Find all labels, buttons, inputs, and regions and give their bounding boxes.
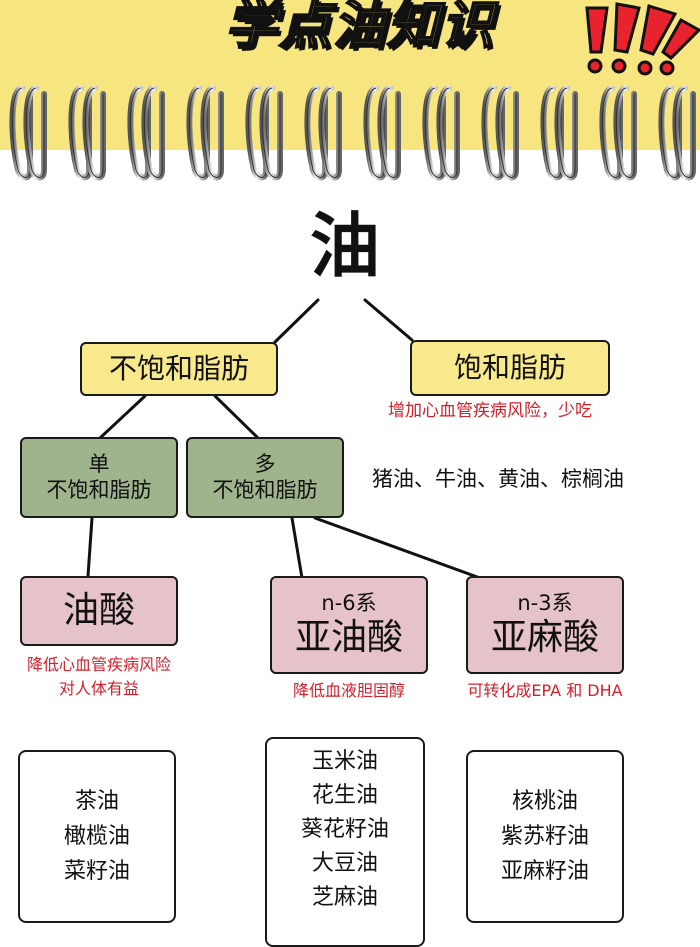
list-item: 菜籽油 — [63, 859, 130, 885]
binding-ring-outline — [615, 87, 635, 178]
binding-ring-outline — [542, 87, 562, 178]
binding-ring-outline — [306, 87, 326, 178]
list-item: 核桃油 — [511, 788, 578, 814]
mono-unsaturated-line1: 单 — [88, 452, 110, 477]
binding-ring-outline — [365, 87, 385, 178]
saturated-fat-node: 饱和脂肪 — [410, 340, 610, 396]
poly-unsaturated-line1: 多 — [254, 452, 276, 477]
list-item: 亚麻籽油 — [500, 859, 589, 885]
list-item: 玉米油 — [311, 749, 378, 774]
binding-ring-outline — [438, 87, 458, 178]
list-item: 橄榄油 — [63, 823, 130, 849]
list-item: 葵花籽油 — [300, 817, 389, 843]
page-title: 学点油知识 — [224, 0, 496, 57]
oleic-oils-box: 茶油 橄榄油 菜籽油 — [18, 750, 176, 923]
exclamation-marks-icon — [585, 2, 700, 76]
binding-ring-outline — [261, 87, 281, 178]
binding-ring-outline — [601, 87, 621, 178]
binding-ring-outline — [129, 87, 149, 178]
mono-unsaturated-node: 单 不饱和脂肪 — [20, 437, 178, 518]
list-item: 紫苏籽油 — [500, 823, 589, 849]
linolenic-acid-note: 可转化成EPA 和 DHA — [467, 681, 623, 700]
binding-ring-outline — [188, 87, 208, 178]
poly-unsaturated-node: 多 不饱和脂肪 — [186, 437, 344, 518]
mono-unsaturated-line2: 不饱和脂肪 — [46, 477, 152, 502]
saturated-fat-examples: 猪油、牛油、黄油、棕榈油 — [372, 467, 624, 491]
list-item: 花生油 — [311, 783, 378, 809]
oleic-acid-note-line2: 对人体有益 — [58, 679, 139, 698]
linoleic-series-label: n-6系 — [321, 590, 377, 615]
binding-ring-outline — [424, 87, 444, 178]
binding-ring-outline — [674, 87, 694, 178]
linolenic-acid-node: n-3系 亚麻酸 — [466, 576, 624, 674]
binding-ring-outline — [11, 87, 31, 178]
linolenic-oils-box: 核桃油 紫苏籽油 亚麻籽油 — [466, 750, 624, 923]
binding-ring-outline — [25, 87, 45, 178]
linoleic-acid-note: 降低血液胆固醇 — [292, 681, 405, 700]
binding-ring-outline — [143, 87, 163, 178]
linoleic-oils-box: 玉米油 花生油 葵花籽油 大豆油 芝麻油 — [265, 737, 425, 947]
linolenic-series-label: n-3系 — [517, 590, 573, 615]
root-label: 油 — [310, 205, 380, 287]
saturated-fat-label: 饱和脂肪 — [453, 351, 566, 385]
binding-ring-outline — [320, 87, 340, 178]
oleic-acid-note-line1: 降低心血管疾病风险 — [26, 655, 171, 674]
binding-ring-outline — [70, 87, 90, 178]
unsaturated-fat-node: 不饱和脂肪 — [80, 342, 278, 396]
poly-unsaturated-line2: 不饱和脂肪 — [212, 477, 318, 502]
oleic-acid-node: 油酸 — [20, 576, 178, 646]
linoleic-acid-node: n-6系 亚油酸 — [270, 576, 428, 674]
binding-ring-outline — [483, 87, 503, 178]
unsaturated-fat-label: 不饱和脂肪 — [108, 352, 249, 386]
linoleic-acid-label: 亚油酸 — [294, 617, 403, 658]
binding-ring-outline — [497, 87, 517, 178]
linolenic-acid-label: 亚麻酸 — [490, 617, 599, 658]
binding-ring-outline — [660, 87, 680, 178]
list-item: 茶油 — [74, 788, 119, 814]
header-banner — [0, 0, 700, 150]
binding-ring-outline — [556, 87, 576, 178]
binding-ring-outline — [84, 87, 104, 178]
binding-ring-outline — [379, 87, 399, 178]
saturated-fat-note: 增加心血管疾病风险，少吃 — [388, 401, 592, 421]
oleic-acid-label: 油酸 — [62, 590, 135, 632]
binding-ring-outline — [247, 87, 267, 178]
spiral-binding — [9, 85, 696, 181]
binding-ring-outline — [202, 87, 222, 178]
list-item: 大豆油 — [311, 851, 378, 877]
list-item: 芝麻油 — [311, 885, 378, 911]
